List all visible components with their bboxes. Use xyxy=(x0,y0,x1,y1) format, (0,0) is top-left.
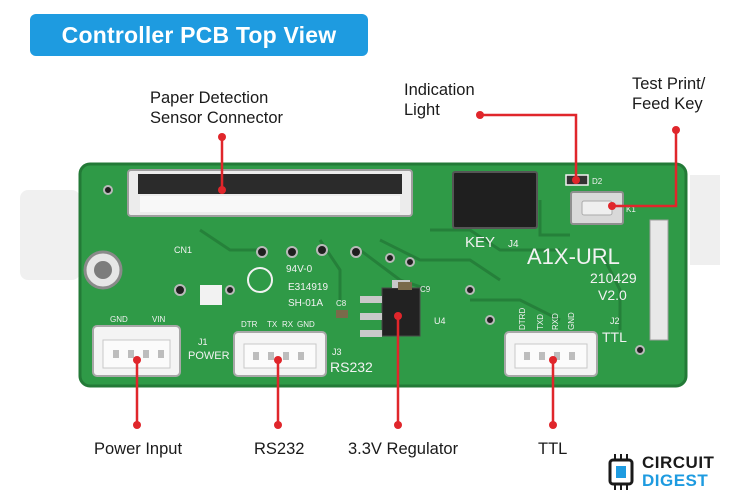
pcb-edge xyxy=(78,162,688,388)
callout-dot-ttl xyxy=(549,421,557,429)
silk-model: A1X-URL xyxy=(527,244,620,269)
diagram-title: Controller PCB Top View xyxy=(61,21,337,48)
silk-date: 210429 xyxy=(590,270,637,286)
callout-dot-regulator-end xyxy=(394,312,402,320)
silk-dtrd: DTRD xyxy=(518,308,527,330)
callout-dot-regulator xyxy=(394,421,402,429)
silk-rating: 94V-0 xyxy=(286,264,313,275)
callout-line-indication xyxy=(480,113,578,180)
silk-rx: RX xyxy=(282,320,294,329)
circuit-digest-logo: CIRCUIT DIGEST xyxy=(604,452,744,494)
silk-rxd: RXD xyxy=(551,313,560,330)
silk-j1: J1 xyxy=(198,337,208,347)
callout-dot-paper-sensor xyxy=(218,133,226,141)
silk-txd: TXD xyxy=(536,314,545,330)
callout-dot-rs232 xyxy=(274,421,282,429)
silk-gnd-j1: GND xyxy=(110,315,128,324)
silk-cert: E314919 xyxy=(288,282,328,293)
silk-tx: TX xyxy=(267,320,278,329)
label-indication-light: Indication Light xyxy=(404,81,475,119)
callout-dot-paper-sensor-end xyxy=(218,186,226,194)
silk-key: KEY xyxy=(465,234,495,251)
silk-power: POWER xyxy=(188,350,230,362)
callout-dot-indication-end xyxy=(572,176,580,184)
silk-rs232: RS232 xyxy=(330,359,373,375)
j1-power-connector xyxy=(92,325,181,377)
silk-maker: SH-01A xyxy=(288,298,323,309)
callout-dot-test-key xyxy=(672,126,680,134)
label-regulator: 3.3V Regulator xyxy=(348,440,459,458)
white-pad xyxy=(200,285,222,305)
silk-c9: C9 xyxy=(420,285,431,294)
callout-dot-rs232-end xyxy=(274,356,282,364)
label-rs232: RS232 xyxy=(254,440,305,458)
silk-u4: U4 xyxy=(434,316,446,326)
cert-mark xyxy=(247,267,273,293)
silk-cn1: CN1 xyxy=(174,245,192,255)
edge-connector xyxy=(649,219,669,341)
silk-j2: J2 xyxy=(610,316,620,326)
cn1-connector xyxy=(127,169,413,217)
j2-ttl-connector xyxy=(504,331,598,377)
callout-line-test-key xyxy=(612,130,678,208)
k1-button xyxy=(570,191,624,225)
silk-gnd-j3: GND xyxy=(297,320,315,329)
callout-dot-power xyxy=(133,421,141,429)
silk-dtr: DTR xyxy=(241,320,258,329)
u4-regulator xyxy=(360,280,421,337)
silk-k1: K1 xyxy=(626,205,636,214)
silk-c8: C8 xyxy=(336,299,347,308)
title-badge: Controller PCB Top View xyxy=(30,14,368,56)
label-power-input: Power Input xyxy=(94,440,183,458)
logo-text: CIRCUIT DIGEST xyxy=(642,453,715,490)
callout-dot-ttl-end xyxy=(549,356,557,364)
label-test-key: Test Print/ Feed Key xyxy=(632,75,706,113)
callout-dot-indication xyxy=(476,111,484,119)
silk-ttl: TTL xyxy=(602,329,627,345)
j3-rs232-connector xyxy=(233,331,327,377)
silk-version: V2.0 xyxy=(598,287,627,303)
label-ttl: TTL xyxy=(538,440,568,458)
chip-icon xyxy=(608,454,634,490)
label-paper-sensor: Paper Detection Sensor Connector xyxy=(150,89,283,127)
silk-vin: VIN xyxy=(152,315,166,324)
silk-d2: D2 xyxy=(592,177,603,186)
silk-gnd-j2: GND xyxy=(567,312,576,330)
c9-capacitor xyxy=(398,282,412,290)
c8-capacitor xyxy=(336,310,348,318)
callout-dot-power-end xyxy=(133,356,141,364)
callout-dot-test-key-end xyxy=(608,202,616,210)
silk-j4: J4 xyxy=(508,239,519,250)
pcb-vias xyxy=(103,185,645,355)
silk-j3: J3 xyxy=(332,347,342,357)
j4-header xyxy=(452,171,538,229)
